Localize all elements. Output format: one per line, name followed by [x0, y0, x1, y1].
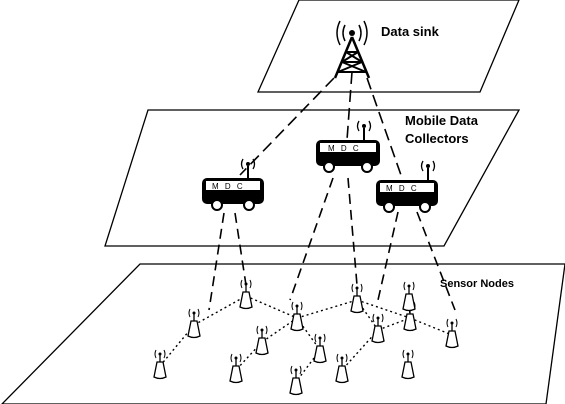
mdc-label-line2: Collectors [405, 131, 469, 146]
sensor-plane [1, 263, 565, 404]
sensor-node-icon [229, 353, 243, 384]
sensor-nodes [153, 279, 459, 396]
sensor-node-icon [255, 325, 269, 356]
sensor-node-icon [187, 308, 201, 339]
sensor-node-icon [289, 365, 303, 396]
sensor-node-icon [350, 283, 364, 314]
mdc-label-line1: Mobile Data [405, 113, 479, 128]
tower-icon [333, 20, 371, 79]
sink-to-mdc-links [239, 71, 403, 179]
sensor-node-icon [402, 281, 416, 312]
mdc-to-sensor-links [208, 177, 456, 311]
mdc-bus-center-label: M D C [328, 144, 361, 153]
sensor-node-icon [239, 279, 253, 310]
sink-label: Data sink [381, 24, 440, 39]
sensor-node-icon [335, 353, 349, 384]
sensor-node-icon [401, 349, 415, 380]
sensor-label: Sensor Nodes [440, 278, 514, 290]
sensor-node-icon [290, 301, 304, 332]
mdc-bus-right: M D C [376, 160, 438, 213]
mdc-bus-center: M D C [316, 120, 380, 173]
mdc-plane [104, 109, 521, 247]
sensor-node-icon [313, 333, 327, 364]
sensor-node-icon [153, 349, 167, 380]
mdc-bus-left-label: M D C [212, 182, 245, 191]
mdc-bus-right-label: M D C [386, 184, 419, 193]
sensor-node-icon [445, 318, 459, 349]
sensor-node-icon [371, 313, 385, 344]
mdc-bus-left: M D C [202, 158, 264, 211]
sink-plane [256, 0, 520, 93]
